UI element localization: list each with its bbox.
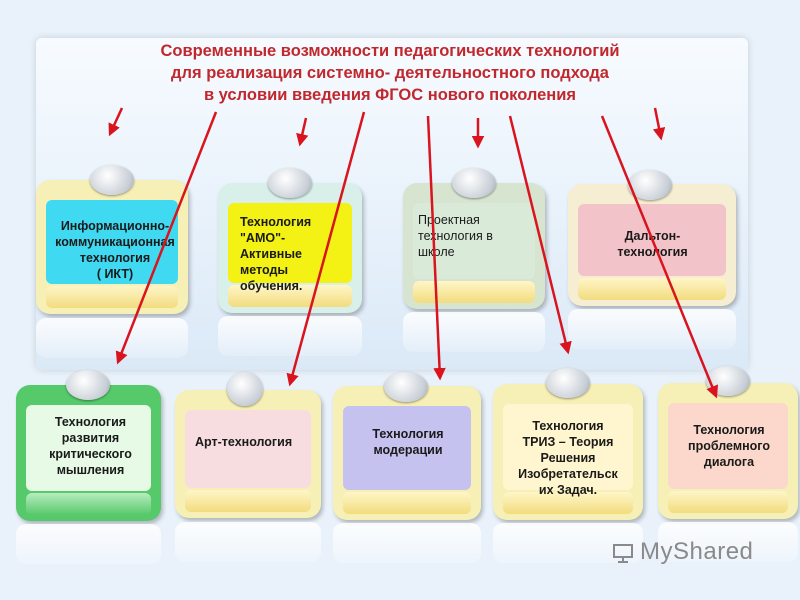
- card-ikt-knob: [90, 165, 134, 195]
- card-project-strip: [413, 281, 535, 303]
- card-dalton-strip: [578, 278, 726, 300]
- card-moderation-strip: [343, 492, 471, 514]
- card-dalton-reflection: [568, 309, 736, 349]
- card-dalton: [568, 184, 736, 306]
- title-line-2: для реализация системно- деятельностного…: [171, 64, 609, 82]
- card-amo-knob: [268, 168, 312, 198]
- card-problem-strip: [668, 491, 788, 513]
- card-triz-strip: [503, 492, 633, 514]
- card-critical-fill: [26, 405, 151, 491]
- card-moderation-reflection: [333, 523, 481, 563]
- arrow-to-art: [286, 111, 366, 387]
- card-amo-strip: [228, 285, 352, 307]
- card-moderation-label: Технология модерации: [372, 427, 444, 457]
- card-critical-knob: [66, 370, 110, 400]
- arrow-short-1: [108, 107, 124, 137]
- card-amo-label: Технология "АМО"- Активные методы обучен…: [240, 215, 312, 293]
- arrow-to-critical: [115, 111, 218, 365]
- arrow-short-2: [296, 117, 309, 147]
- card-critical-strip: [26, 493, 151, 515]
- card-ikt-reflection: [36, 318, 188, 358]
- card-moderation-fill: [343, 406, 471, 490]
- card-ikt-label: Информационно- коммуникационная технолог…: [55, 219, 175, 281]
- card-triz-label: Технология ТРИЗ – Теория Решения Изобрет…: [518, 419, 618, 497]
- card-art-label: Арт-технология: [195, 435, 293, 449]
- card-amo-reflection: [218, 316, 362, 356]
- card-triz-knob: [546, 368, 590, 398]
- card-problem-fill: [668, 403, 788, 489]
- card-dalton-label: Дальтон- технология: [617, 229, 688, 259]
- card-critical: [16, 385, 161, 521]
- card-art: [175, 390, 321, 518]
- diagram-title: Современные возможности педагогических т…: [40, 40, 740, 106]
- card-triz-fill: [503, 404, 633, 490]
- card-problem-label: Технология проблемного диалога: [688, 423, 770, 469]
- watermark-text: MyShared: [640, 538, 754, 565]
- card-art-fill: [185, 410, 311, 488]
- title-line-3: в условии введения ФГОС нового поколения: [203, 86, 577, 104]
- card-problem-reflection: [658, 522, 798, 562]
- card-project-knob: [452, 168, 496, 198]
- presentation-board-icon: [613, 544, 633, 563]
- card-art-strip: [185, 490, 311, 512]
- arrow-short-4: [652, 107, 666, 141]
- card-ikt: [36, 180, 188, 314]
- arrow-to-problem: [600, 115, 719, 399]
- card-art-reflection: [175, 522, 321, 562]
- card-project-reflection: [403, 312, 545, 352]
- card-critical-label: Технология развития критического мышлени…: [49, 415, 132, 477]
- card-problem: [658, 383, 798, 519]
- card-art-knob: [227, 372, 263, 406]
- card-amo-fill: [228, 203, 352, 283]
- arrow-to-moderation: [426, 115, 446, 381]
- card-moderation: [333, 386, 481, 520]
- card-critical-reflection: [16, 524, 161, 564]
- card-triz: [493, 384, 643, 520]
- arrow-to-triz: [508, 115, 572, 355]
- title-line-1: Современные возможности педагогических т…: [160, 42, 620, 60]
- card-moderation-knob: [384, 372, 428, 402]
- card-ikt-fill: [46, 200, 178, 284]
